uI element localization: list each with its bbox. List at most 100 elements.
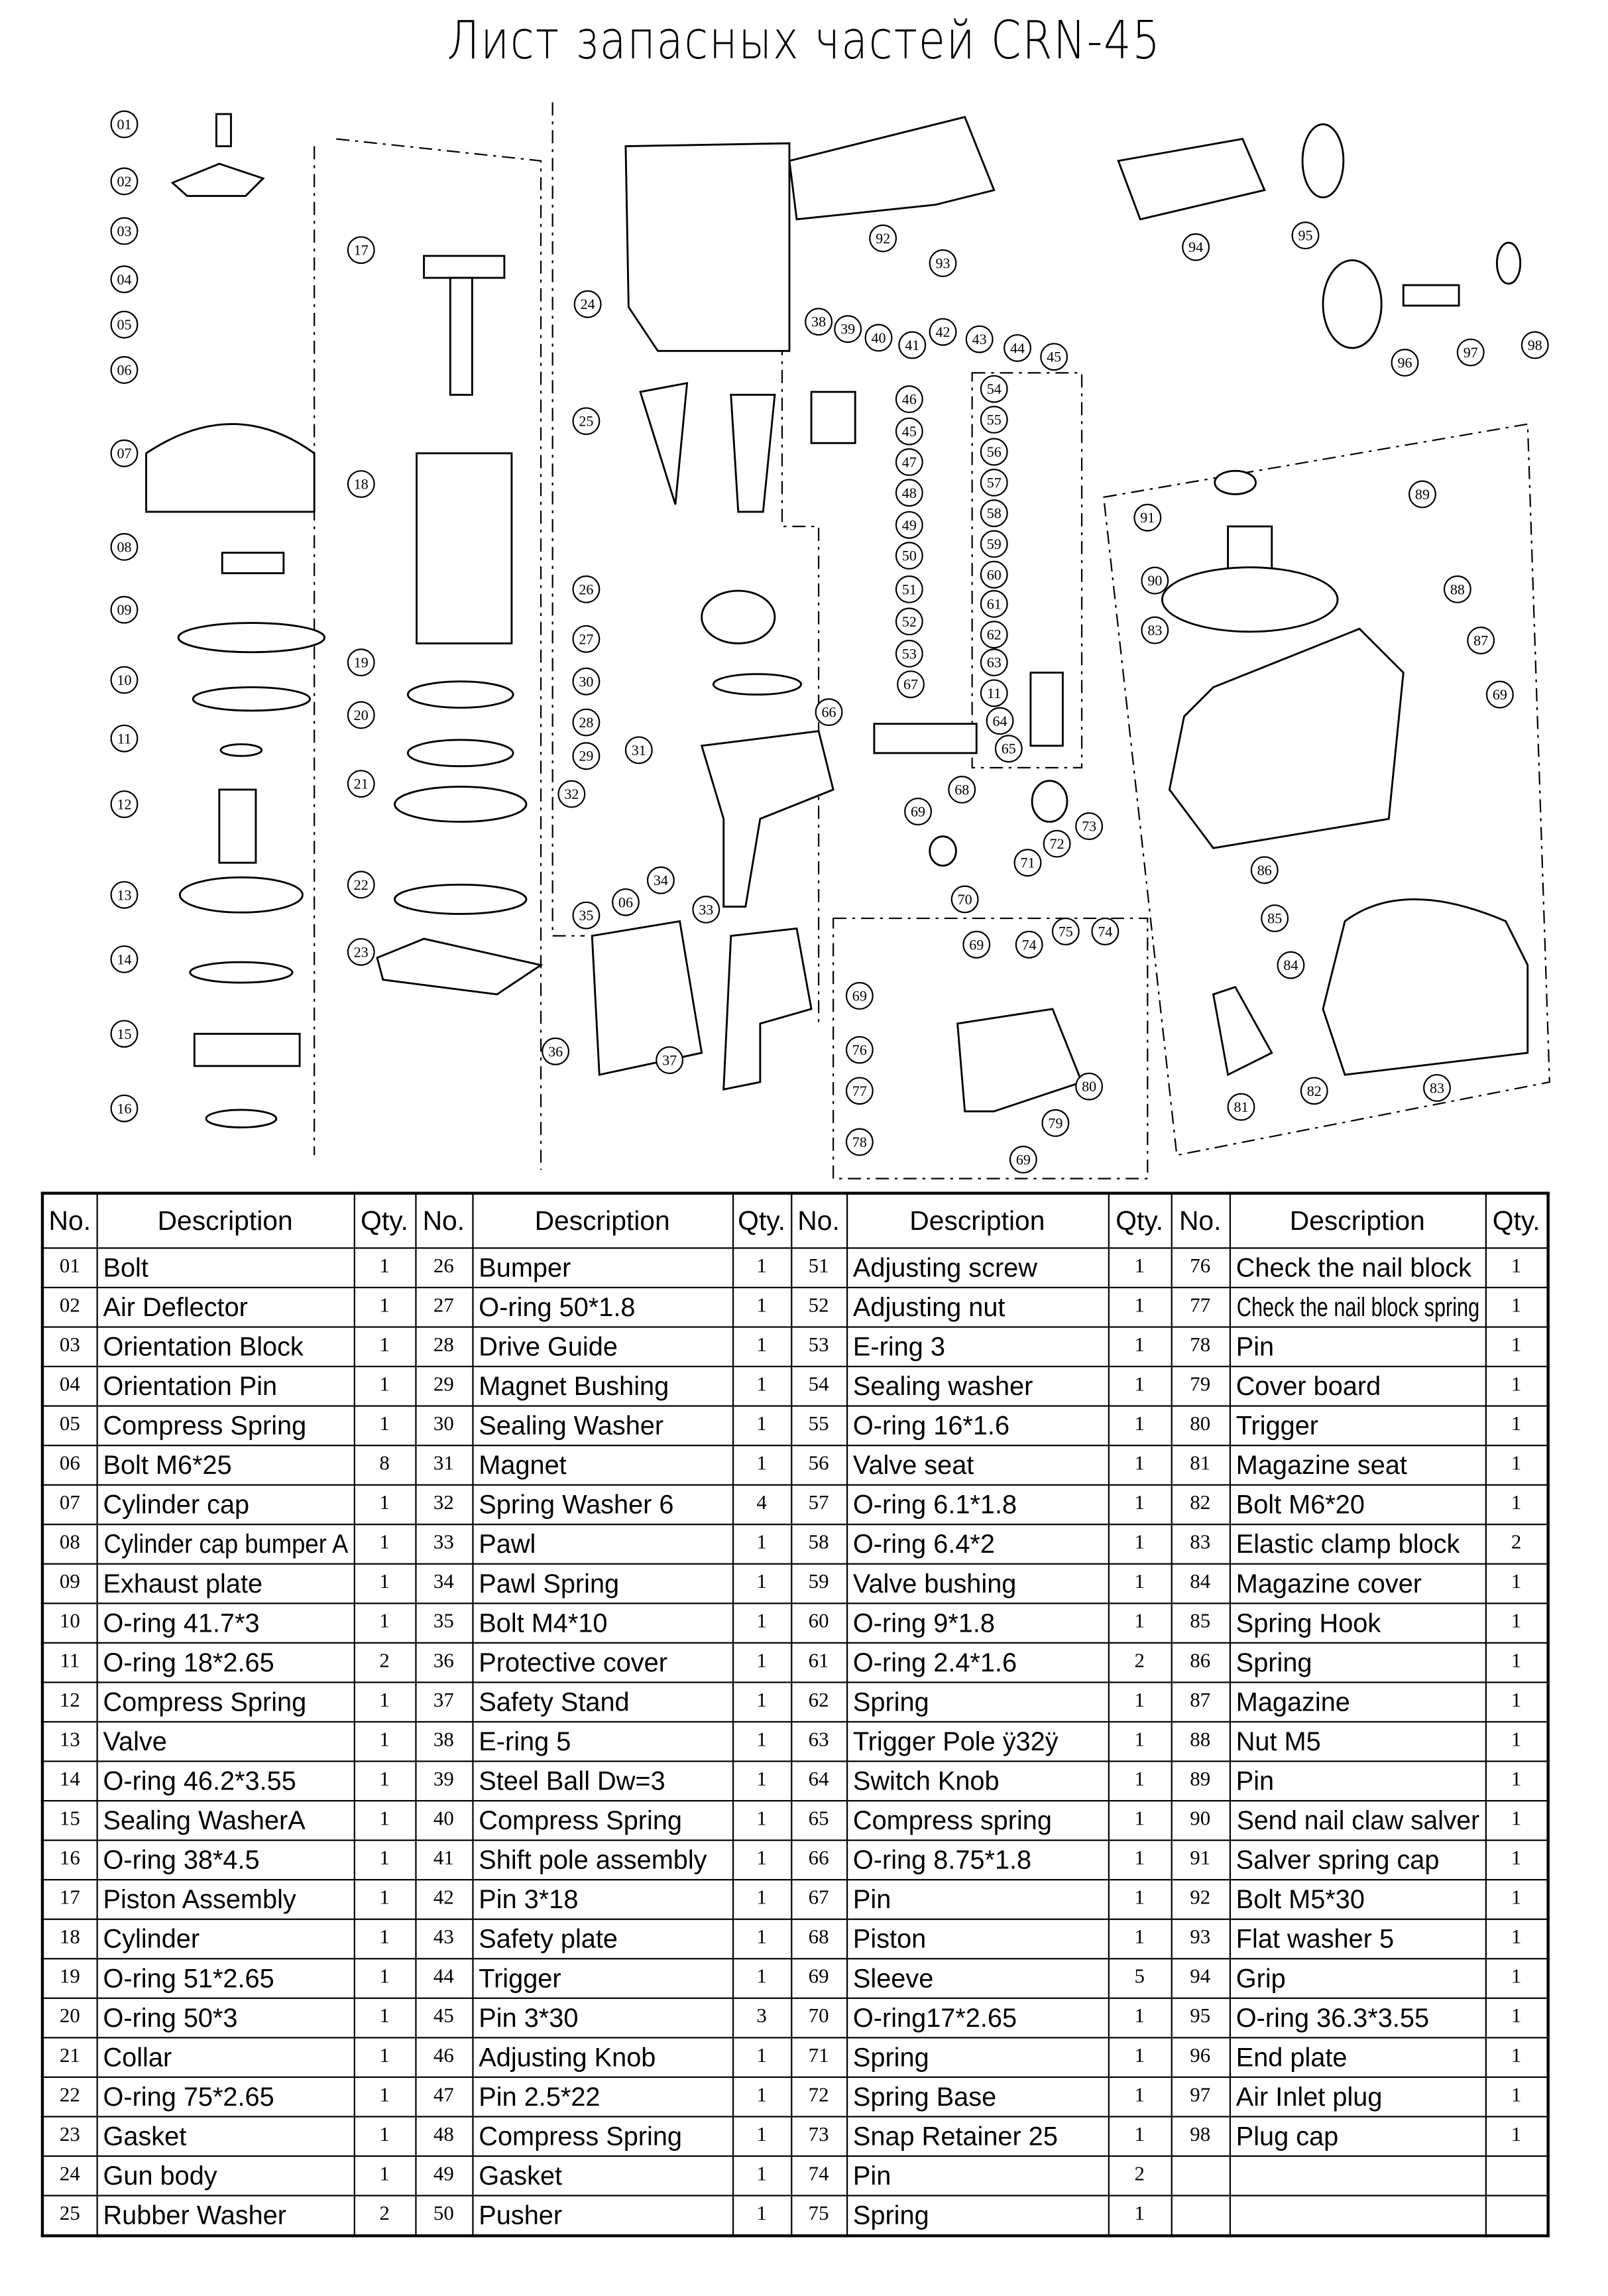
part-number: 42 <box>433 1888 454 1910</box>
callout-54: 54 <box>980 375 1008 403</box>
callout-circle <box>1009 1146 1037 1174</box>
part-number: 59 <box>808 1571 829 1594</box>
callout-number: 73 <box>1082 818 1096 835</box>
callout-69: 69 <box>962 930 991 959</box>
table-cell: 1 <box>353 1602 416 1644</box>
part-number: 33 <box>433 1532 454 1555</box>
callout-circle <box>980 406 1008 434</box>
table-cell: 1 <box>731 1839 792 1881</box>
callout-96: 96 <box>1391 349 1419 377</box>
callout-number: 82 <box>1307 1083 1322 1099</box>
part-description: Gasket <box>479 2160 563 2190</box>
callout-number: 60 <box>987 566 1002 583</box>
table-cell: 36 <box>414 1642 473 1683</box>
part-description: Cylinder cap bumper A <box>103 1528 348 1558</box>
callout-number: 88 <box>1450 581 1465 597</box>
part-description: Switch Knob <box>852 1766 1000 1795</box>
callout-circle <box>110 880 139 909</box>
table-cell: 1 <box>353 1958 416 1999</box>
part-qty: 1 <box>756 1296 767 1318</box>
table-cell: 02 <box>41 1286 97 1328</box>
callout-59: 59 <box>980 530 1008 558</box>
part-qty: 1 <box>1511 1414 1522 1436</box>
callout-circle <box>557 780 586 808</box>
part-number: 11 <box>60 1651 80 1673</box>
callout-41: 41 <box>898 331 927 359</box>
table-cell: 1 <box>1107 1839 1172 1881</box>
table-cell: Nut M5 <box>1228 1721 1486 1762</box>
callout-number: 10 <box>117 672 131 688</box>
table-cell <box>1228 2195 1486 2237</box>
part-qty: 1 <box>379 2085 390 2108</box>
table-cell: 1 <box>731 1760 792 1802</box>
table-cell: O-ring 6.1*1.8 <box>845 1484 1109 1526</box>
part-qty: 1 <box>756 1966 767 1989</box>
callout-number: 30 <box>579 673 593 690</box>
part-number: 72 <box>808 2085 829 2108</box>
table-cell: 41 <box>414 1839 473 1881</box>
table-cell: 15 <box>41 1799 97 1841</box>
callout-36: 36 <box>542 1037 570 1065</box>
part-qty: 1 <box>756 1730 767 1752</box>
part-qty: 3 <box>756 2006 767 2029</box>
callout-number: 03 <box>117 223 131 239</box>
table-cell: 1 <box>1484 1799 1549 1841</box>
part-number: 76 <box>1190 1256 1211 1278</box>
table-cell: 72 <box>790 2076 848 2118</box>
part-qty: 1 <box>379 1492 390 1515</box>
callout-circle <box>980 438 1008 466</box>
table-cell: 12 <box>41 1681 97 1723</box>
callout-number: 51 <box>902 581 917 597</box>
table-cell: Gun body <box>95 2155 355 2197</box>
callout-circle <box>1521 331 1549 359</box>
callout-69: 69 <box>1009 1146 1037 1174</box>
table-cell: Trigger Pole ÿ32ÿ <box>845 1721 1109 1762</box>
table-cell: 33 <box>414 1524 473 1565</box>
exploded-view-diagram: 0102030405060708091011121314151617181920… <box>110 102 1550 1179</box>
callout-number: 52 <box>902 613 917 630</box>
table-cell: Valve <box>95 1721 355 1762</box>
callout-number: 64 <box>993 713 1007 729</box>
callout-circle <box>347 648 375 677</box>
table-cell: 85 <box>1170 1602 1230 1644</box>
table-cell: 1 <box>1107 1524 1172 1565</box>
table-cell: Pusher <box>471 2195 734 2237</box>
table-cell: Orientation Pin <box>95 1365 355 1407</box>
callout-number: 14 <box>117 951 131 967</box>
callout-circle <box>1075 812 1104 841</box>
part-description: Compress Spring <box>103 1410 307 1440</box>
callout-number: 37 <box>662 1052 677 1068</box>
table-cell: 52 <box>790 1286 848 1328</box>
part-qty: 1 <box>379 1927 390 1949</box>
callout-95: 95 <box>1291 221 1320 250</box>
table-cell: Rubber Washer <box>95 2195 355 2237</box>
table-cell: 25 <box>41 2195 97 2237</box>
table-cell: 1 <box>731 2076 792 2118</box>
callout-68: 68 <box>948 776 976 804</box>
part-number: 78 <box>1190 1335 1211 1357</box>
part-qty: 1 <box>1511 1374 1522 1397</box>
callout-circle <box>845 981 874 1010</box>
table-cell: 1 <box>1484 1602 1549 1644</box>
callout-number: 40 <box>871 330 886 346</box>
callout-32: 32 <box>557 780 586 808</box>
callout-52: 52 <box>895 607 923 636</box>
callout-71: 71 <box>1013 849 1042 877</box>
part-qty: 1 <box>1511 1651 1522 1673</box>
part-description: Salver spring cap <box>1235 1844 1440 1874</box>
part-number: 84 <box>1190 1571 1211 1594</box>
table-cell: 1 <box>1107 1602 1172 1644</box>
callout-circle <box>572 901 601 930</box>
callout-number: 02 <box>117 173 131 190</box>
part-description: Nut M5 <box>1235 1726 1321 1756</box>
part-number: 70 <box>808 2006 829 2029</box>
table-cell: 2 <box>1484 1524 1549 1565</box>
callout-circle <box>110 790 139 818</box>
callout-51: 51 <box>895 575 923 603</box>
table-cell: Adjusting nut <box>845 1286 1109 1328</box>
part-number: 96 <box>1190 2045 1211 2068</box>
table-cell: 1 <box>353 1563 416 1604</box>
